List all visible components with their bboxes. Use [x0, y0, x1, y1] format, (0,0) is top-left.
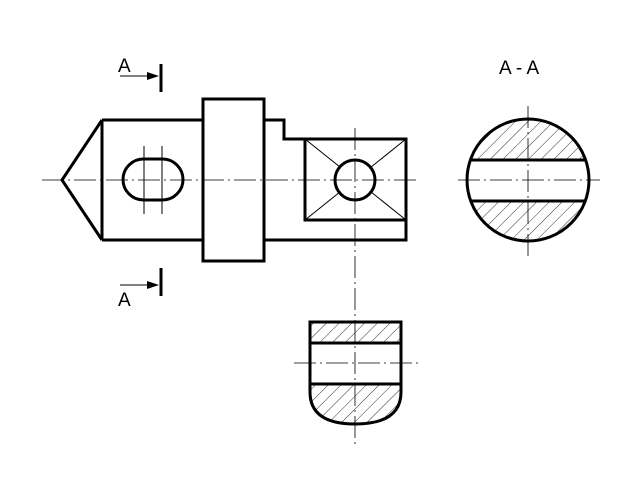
section-hatch-top	[467, 119, 589, 160]
oblong-slot	[121, 157, 185, 202]
section-hatch-bottom	[467, 201, 589, 241]
section-letter-top: A	[118, 56, 131, 77]
section-marker-bottom: A	[118, 268, 163, 311]
bottom-hatch-bottom	[310, 384, 401, 424]
bottom-section	[308, 320, 403, 426]
section-marker-top: A	[118, 56, 163, 92]
bottom-hatch-top	[310, 322, 401, 343]
bottom-outline	[308, 320, 403, 426]
section-circle	[465, 117, 591, 243]
section-letter-bottom: A	[118, 290, 131, 311]
section-a-a: A - A	[465, 58, 591, 243]
flat-pocket	[303, 137, 408, 222]
section-title: A - A	[499, 58, 539, 79]
